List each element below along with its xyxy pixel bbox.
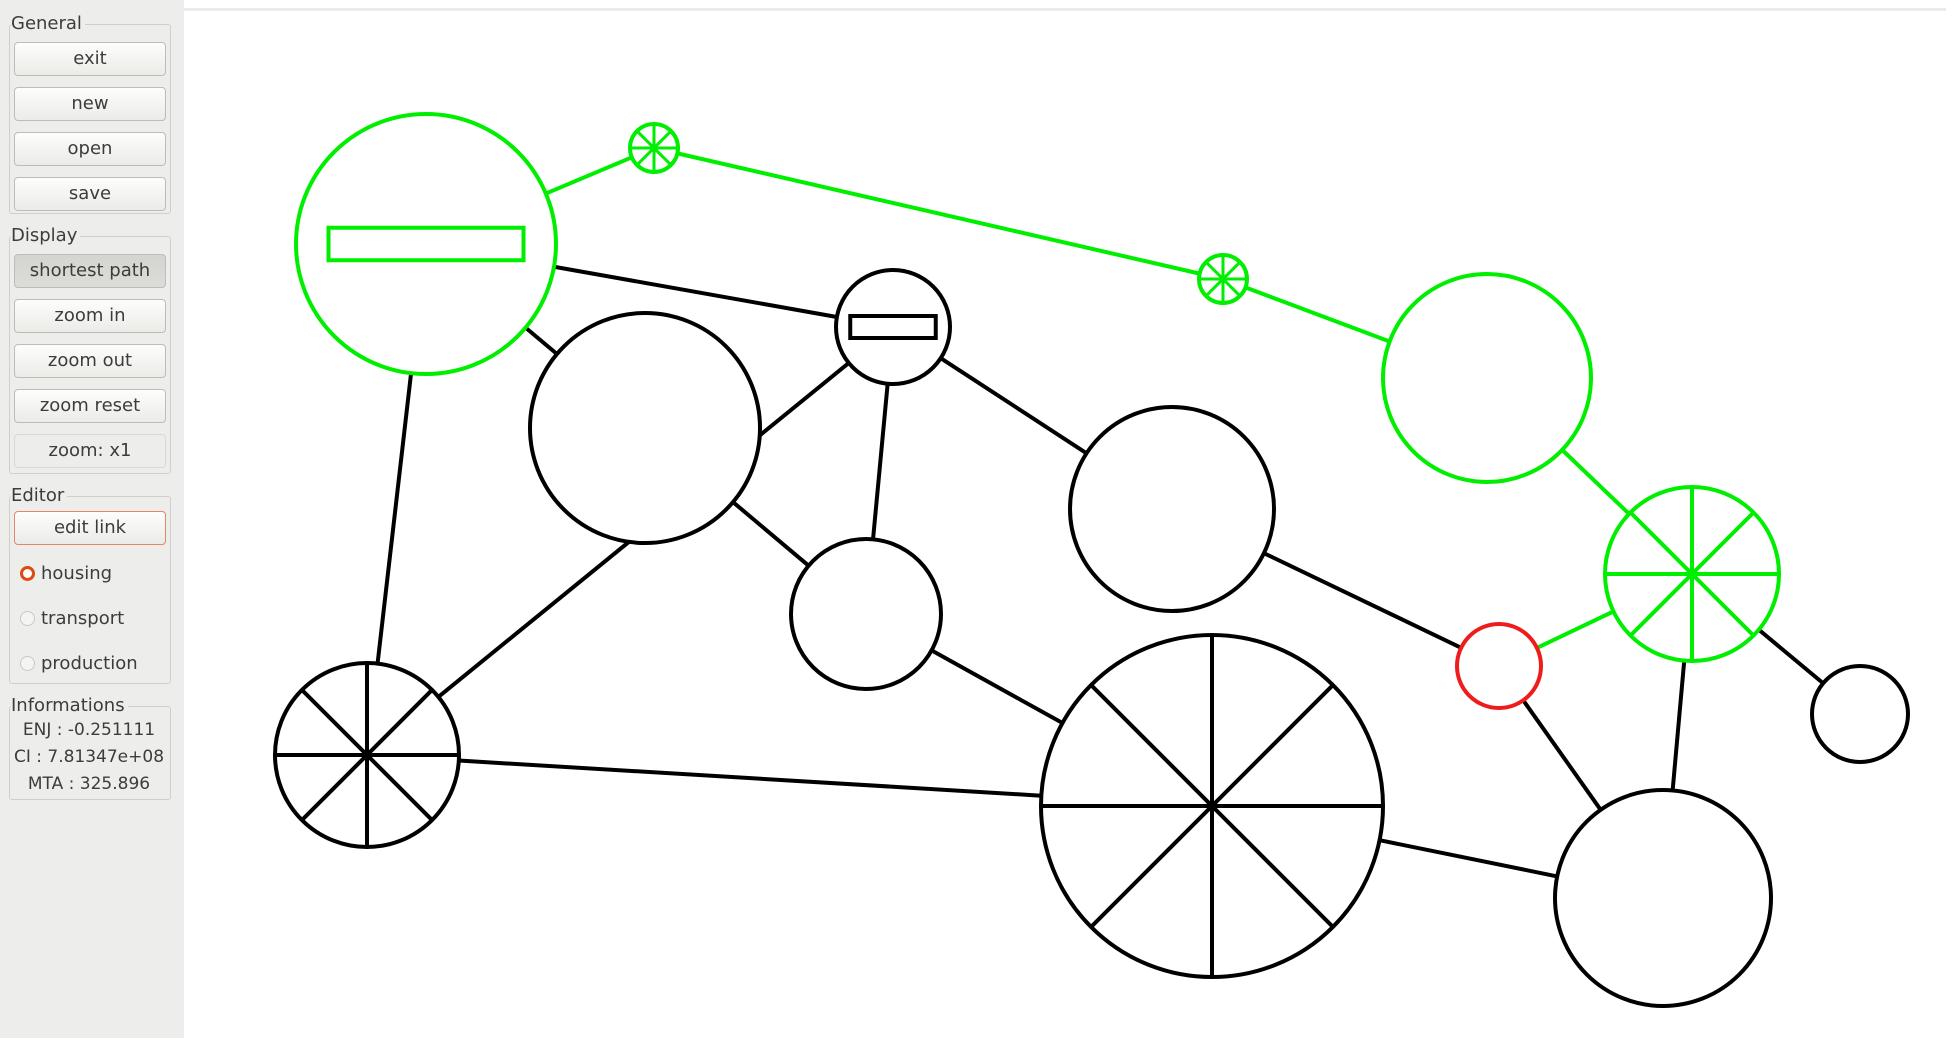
graph-link[interactable] (553, 264, 838, 319)
graph-link[interactable] (458, 758, 1042, 798)
graph-node-transport[interactable] (1039, 633, 1385, 979)
control-panel: General exit new open save Display short… (0, 0, 184, 1038)
graph-node-housing[interactable] (1068, 405, 1276, 613)
transport-hub-icon (363, 751, 371, 759)
graph-canvas[interactable] (184, 0, 1956, 1038)
zoom-level-readout: zoom: x1 (14, 434, 166, 468)
editor-group (9, 496, 171, 684)
graph-node-production[interactable] (834, 268, 952, 386)
mta-value: MTA : 325.896 (27, 774, 151, 794)
node-circle (834, 268, 952, 386)
display-group (9, 236, 171, 474)
graph-link[interactable] (375, 372, 414, 664)
graph-node-housing[interactable] (1810, 664, 1910, 764)
node-circle (1810, 664, 1910, 764)
transport-hub-icon (1219, 275, 1227, 283)
radio-unselected-icon[interactable] (20, 610, 35, 626)
node-circle (1068, 405, 1276, 613)
housing-radio-option[interactable]: housing (20, 561, 112, 585)
graph-link[interactable] (731, 500, 810, 568)
zoom-in-button[interactable]: zoom in (14, 299, 166, 333)
zoom-reset-button[interactable]: zoom reset (14, 389, 166, 423)
general-group-label: General (11, 14, 85, 34)
node-circle (528, 311, 762, 545)
graph-link[interactable] (1560, 448, 1631, 516)
graph-node-housing[interactable] (1381, 272, 1593, 484)
save-button[interactable]: save (14, 177, 166, 211)
graph-link[interactable] (1670, 660, 1687, 791)
graph-link[interactable] (1263, 551, 1463, 650)
exit-button[interactable]: exit (14, 42, 166, 76)
graph-node-transport[interactable] (1197, 253, 1249, 305)
radio-unselected-icon[interactable] (20, 655, 35, 671)
graph-link[interactable] (939, 356, 1088, 455)
graph-link[interactable] (1536, 609, 1615, 650)
general-group (9, 24, 171, 214)
graph-link[interactable] (524, 326, 559, 356)
graph-link[interactable] (1521, 699, 1603, 811)
graph-node-housing[interactable] (1553, 788, 1773, 1008)
enj-value: ENJ : -0.251111 (22, 720, 156, 740)
shortest-path-button[interactable]: shortest path (14, 254, 166, 288)
node-circle (789, 537, 943, 691)
node-circle (1553, 788, 1773, 1008)
radio-selected-icon[interactable] (20, 565, 35, 581)
transport-radio-label: transport (41, 607, 125, 629)
graph-node-transport[interactable] (628, 122, 680, 174)
canvas-top-border (184, 8, 1946, 11)
graph-node-housing[interactable] (789, 537, 943, 691)
informations-group-label: Informations (11, 696, 128, 716)
graph-node-transport[interactable] (1603, 485, 1781, 663)
transport-radio-option[interactable]: transport (20, 606, 124, 630)
graph-svg[interactable] (184, 0, 1956, 1038)
display-group-label: Display (11, 226, 81, 246)
transport-hub-icon (650, 144, 658, 152)
graph-link[interactable] (676, 151, 1201, 276)
graph-node-housing[interactable] (1455, 622, 1543, 710)
node-circle (1455, 622, 1543, 710)
zoom-out-button[interactable]: zoom out (14, 344, 166, 378)
production-radio-option[interactable]: production (20, 651, 138, 675)
new-button[interactable]: new (14, 87, 166, 121)
graph-link[interactable] (1379, 838, 1558, 879)
graph-link[interactable] (930, 648, 1064, 725)
production-bar-icon (848, 314, 938, 340)
open-button[interactable]: open (14, 132, 166, 166)
transport-hub-icon (1688, 570, 1696, 578)
nodes-layer (273, 112, 1910, 1008)
ci-value: CI : 7.81347e+08 (13, 747, 165, 767)
graph-link[interactable] (1244, 285, 1391, 344)
production-radio-label: production (41, 652, 138, 674)
housing-radio-label: housing (41, 562, 113, 584)
node-circle (1381, 272, 1593, 484)
edit-link-button[interactable]: edit link (14, 511, 166, 545)
graph-link[interactable] (545, 155, 633, 196)
transport-hub-icon (1208, 802, 1216, 810)
graph-link[interactable] (871, 383, 890, 540)
node-circle (294, 112, 558, 376)
graph-link[interactable] (1757, 628, 1825, 685)
production-bar-icon (326, 225, 526, 263)
editor-group-label: Editor (11, 486, 68, 506)
graph-node-production[interactable] (294, 112, 558, 376)
graph-node-housing[interactable] (528, 311, 762, 545)
graph-node-transport[interactable] (273, 661, 461, 849)
